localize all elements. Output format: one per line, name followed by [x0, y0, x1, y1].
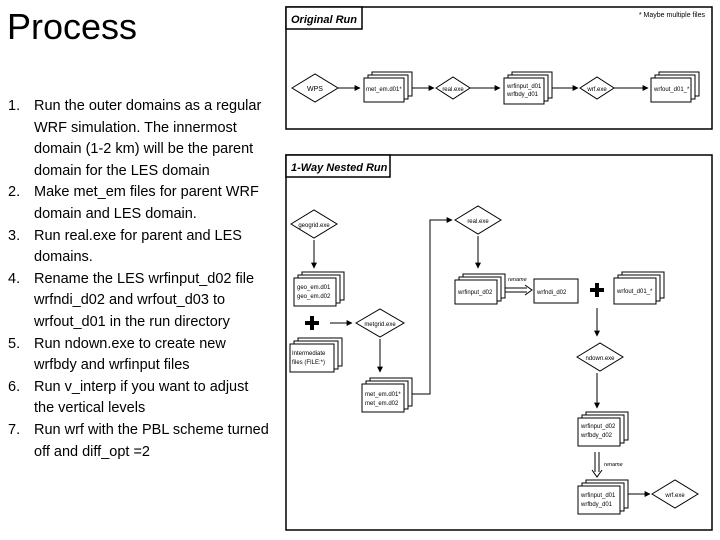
- nested-real-exe-label: real.exe: [467, 219, 489, 225]
- step-number: 7.: [8, 421, 21, 438]
- nested-run-title: 1-Way Nested Run: [291, 162, 388, 174]
- ndown-exe-label: ndown.exe: [585, 356, 615, 362]
- wrfbdy-label: wrfbdy_d01: [506, 92, 539, 98]
- met-em-file-stack: met_em.d01*: [363, 71, 413, 103]
- step-item: 4. Rename the LES wrfinput_d02 file wrfnd…: [8, 269, 272, 334]
- step-text: Rename the LES wrfinput_d02 file wrfndi_…: [34, 270, 255, 330]
- wrfndi-d02-label: wrfndi_d02: [536, 290, 567, 296]
- step-text: Run the outer domains as a regular WRF s…: [34, 98, 262, 179]
- real-exe-label: real.exe: [442, 87, 464, 93]
- step-number: 5.: [8, 335, 21, 352]
- step-text: Run ndown.exe to create new wrfbdy and w…: [34, 335, 226, 374]
- step-number: 1.: [8, 98, 21, 114]
- intermediate-files-label: files (FILE:*): [292, 360, 325, 366]
- plus-icon: [590, 283, 604, 297]
- geo-em-file-stack: geo_em.d01 geo_em.d02: [293, 271, 345, 307]
- final-input-file-stack: wrfinput_d01 wrfbdy_d01: [577, 479, 629, 515]
- wrfndi-d02-file: wrfndi_d02: [533, 278, 579, 304]
- step-text: Run wrf with the PBL scheme turned off a…: [34, 421, 269, 460]
- step-item: 3. Run real.exe for parent and LES domain…: [8, 226, 272, 269]
- wrfout-file-stack: wrfout_d01_*: [650, 71, 700, 103]
- step-number: 4.: [8, 270, 21, 287]
- nested-real-exe-node: real.exe: [454, 205, 502, 235]
- geo-em-d01-label: geo_em.d01: [297, 285, 331, 291]
- nested-wrf-exe-node: wrf.exe: [651, 479, 699, 509]
- step-text: Run real.exe for parent and LES domains.: [34, 227, 242, 266]
- slide-title: Process: [7, 6, 138, 47]
- step-number: 6.: [8, 378, 21, 395]
- wrf-exe-label: wrf.exe: [586, 87, 607, 93]
- wrfinput-label: wrfinput_d01: [506, 84, 542, 90]
- geo-em-d02-label: geo_em.d02: [297, 294, 331, 300]
- metgrid-label: metgrid.exe: [364, 322, 396, 328]
- nested-run-panel: 1-Way Nested Run geogrid.exe geo_em.d01 …: [285, 154, 713, 531]
- final-wrfbdy-label: wrfbdy_d01: [580, 502, 613, 508]
- step-item: 6. Run v_interp if you want to adjust the…: [8, 377, 272, 420]
- wrfinput-d02-label: wrfinput_d02: [457, 290, 493, 296]
- intermediate-label: Intermediate: [292, 351, 326, 357]
- step-text: Run v_interp if you want to adjust the v…: [34, 378, 249, 417]
- step-item: 7. Run wrf with the PBL scheme turned off…: [8, 420, 272, 463]
- geogrid-exe-node: geogrid.exe: [290, 209, 338, 239]
- step-text: Make met_em files for parent WRF domain …: [34, 184, 259, 222]
- nested-wrfout-file-stack: wrfout_d01_*: [613, 271, 665, 305]
- wrfout-label: wrfout_d01_*: [653, 87, 690, 93]
- original-run-panel: Original Run * Maybe multiple files WPS …: [285, 6, 713, 130]
- metgrid-exe-node: metgrid.exe: [355, 308, 405, 338]
- intermediate-file-stack: Intermediate files (FILE:*): [289, 337, 343, 373]
- multiple-files-note: * Maybe multiple files: [639, 12, 706, 19]
- ndown-output-file-stack: wrfinput_d02 wrfbdy_d02: [577, 411, 629, 447]
- wrfinput-file-stack: wrfinput_d01 wrfbdy_d01: [503, 71, 553, 105]
- ndown-wrfbdy-label: wrfbdy_d02: [580, 433, 613, 439]
- rename-label: rename: [508, 277, 527, 283]
- ndown-exe-node: ndown.exe: [576, 342, 624, 372]
- geogrid-label: geogrid.exe: [298, 223, 330, 229]
- final-wrfinput-label: wrfinput_d01: [580, 493, 616, 499]
- nested-wrfout-label: wrfout_d01_*: [616, 289, 653, 295]
- nested-met-em-file-stack: met_em.d01* met_em.d02: [361, 377, 413, 413]
- met-em-d02-label: met_em.d02: [365, 401, 399, 407]
- step-item: 5. Run ndown.exe to create new wrfbdy and…: [8, 334, 272, 377]
- wps-label: WPS: [307, 86, 323, 93]
- step-item: 2. Make met_em files for parent WRF domai…: [8, 182, 272, 225]
- original-run-title: Original Run: [291, 14, 357, 26]
- step-item: 1. Run the outer domains as a regular WRF…: [8, 96, 272, 182]
- rename-label-2: rename: [604, 462, 623, 468]
- step-number: 3.: [8, 227, 21, 244]
- nested-wrf-exe-label: wrf.exe: [664, 493, 685, 499]
- steps-list: 1. Run the outer domains as a regular WRF…: [8, 96, 272, 463]
- wrfinput-d02-file-stack: wrfinput_d02: [454, 273, 506, 305]
- plus-icon: [305, 316, 319, 330]
- met-em-d01-label: met_em.d01*: [365, 392, 401, 398]
- ndown-wrfinput-label: wrfinput_d02: [580, 424, 616, 430]
- step-number: 2.: [8, 184, 21, 201]
- met-em-label: met_em.d01*: [366, 87, 402, 93]
